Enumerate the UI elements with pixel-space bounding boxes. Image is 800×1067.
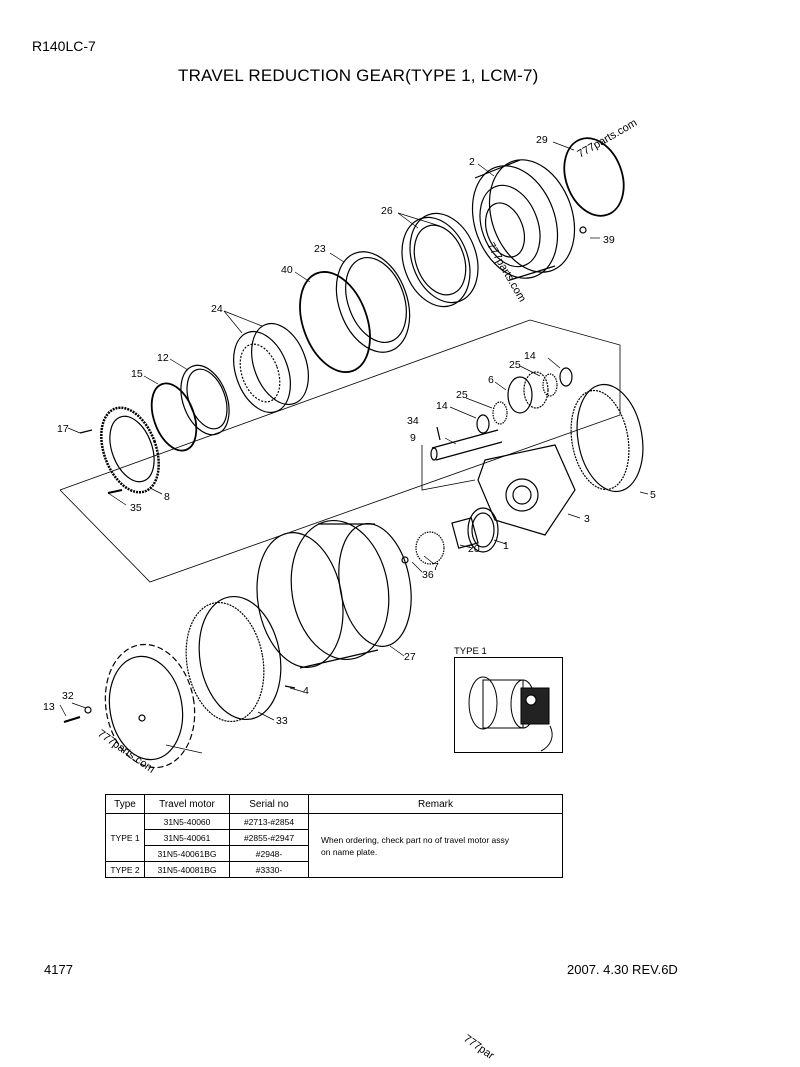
part-14-washer-lower bbox=[476, 414, 490, 434]
part-12-ring bbox=[180, 364, 230, 436]
part-1-hub-housing bbox=[256, 519, 412, 669]
kit-bracket-outline bbox=[59, 319, 621, 583]
motor-cell: 31N5-40061BG bbox=[144, 845, 230, 862]
type1-motor-inset bbox=[454, 657, 563, 753]
part-24-bearing bbox=[233, 322, 309, 414]
callout-19: 20 bbox=[468, 543, 480, 555]
serial-cell: #3330- bbox=[229, 861, 309, 878]
callout-24: 24 bbox=[211, 303, 223, 315]
model-number: R140LC-7 bbox=[32, 38, 96, 54]
callout-12: 12 bbox=[157, 352, 169, 364]
motor-cell: 31N5-40060 bbox=[144, 813, 230, 830]
table-row: TYPE 1 31N5-40060 #2713-#2854 When order… bbox=[105, 813, 563, 878]
table-row: TYPE 2 31N5-40081BG #3330- bbox=[105, 861, 563, 878]
page-title: TRAVEL REDUCTION GEAR(TYPE 1, LCM-7) bbox=[178, 66, 539, 85]
table-header-row: Type Travel motor Serial no Remark bbox=[105, 794, 563, 814]
callout-17: 17 bbox=[57, 423, 69, 435]
part-4-ring-gear bbox=[185, 595, 282, 723]
callout-39: 39 bbox=[603, 234, 615, 246]
callout-36: 36 bbox=[422, 569, 434, 581]
part-20-washer bbox=[467, 507, 499, 553]
part-26-floating-seals bbox=[401, 212, 479, 308]
callout-5: 5 bbox=[650, 489, 656, 501]
revision-date: 2007. 4.30 REV.6D bbox=[567, 962, 678, 977]
callout-3: 3 bbox=[584, 513, 590, 525]
remark-cell: When ordering, check part no of travel m… bbox=[308, 813, 563, 878]
remark-line-1: When ordering, check part no of travel m… bbox=[321, 834, 510, 845]
motor-cell: 31N5-40061 bbox=[144, 829, 230, 846]
remark-line-2: on name plate. bbox=[321, 846, 378, 857]
page-number: 4177 bbox=[44, 962, 73, 977]
col-serial-no: Serial no bbox=[229, 794, 309, 814]
callout-40: 40 bbox=[281, 264, 293, 276]
serial-cell: #2948- bbox=[229, 845, 309, 862]
part-33-washer bbox=[84, 706, 92, 714]
callout-32: 13 bbox=[43, 701, 55, 713]
part-14-washer-upper bbox=[559, 367, 573, 387]
part-2-housing bbox=[471, 159, 576, 281]
part-40-o-ring bbox=[299, 271, 371, 373]
callout-26: 26 bbox=[381, 205, 393, 217]
callout-29: 29 bbox=[536, 134, 548, 146]
callout-15: 15 bbox=[131, 368, 143, 380]
part-8-ring-gear bbox=[100, 406, 160, 494]
callout-8: 8 bbox=[164, 491, 170, 503]
watermark-bottom: 777par bbox=[461, 1033, 496, 1063]
table-row: 31N5-40061BG #2948- bbox=[106, 845, 563, 862]
callout-35: 35 bbox=[130, 502, 142, 514]
serial-number-table: Type Travel motor Serial no Remark TYPE … bbox=[105, 794, 563, 878]
callout-25-lower: 25 bbox=[456, 389, 468, 401]
callout-2: 2 bbox=[469, 156, 475, 168]
part-35-bolt bbox=[107, 489, 123, 494]
part-5-ring-gear bbox=[570, 383, 644, 493]
callout-33: 32 bbox=[62, 690, 74, 702]
part-15-o-ring bbox=[150, 382, 198, 452]
part-13-cover bbox=[104, 643, 196, 769]
callout-1: 27 bbox=[404, 651, 416, 663]
serial-cell: #2855-#2947 bbox=[229, 829, 309, 846]
callout-7: 7 bbox=[433, 561, 439, 573]
travel-motor-illustration bbox=[468, 676, 553, 752]
part-9-shaft bbox=[430, 429, 503, 461]
callout-25-upper: 25 bbox=[509, 359, 521, 371]
callout-20: 1 bbox=[503, 540, 509, 552]
watermark-bottom-left: 777parts.com bbox=[95, 728, 156, 776]
callout-6: 6 bbox=[488, 374, 494, 386]
serial-cell: #2713-#2854 bbox=[229, 813, 309, 830]
type-cell: TYPE 2 bbox=[105, 861, 145, 878]
callout-34: 34 bbox=[407, 415, 419, 427]
part-29-o-ring bbox=[563, 137, 625, 217]
callout-9: 9 bbox=[410, 432, 416, 444]
part-32-bolt bbox=[63, 716, 81, 723]
callout-27: 4 bbox=[303, 685, 309, 697]
part-25-bearing-upper bbox=[542, 373, 558, 397]
part-27-pin bbox=[284, 685, 296, 689]
callout-14-lower: 14 bbox=[436, 400, 448, 412]
type-cell: TYPE 1 bbox=[105, 813, 145, 862]
part-3-carrier bbox=[477, 444, 576, 536]
part-39-plug bbox=[579, 226, 587, 234]
part-34-pin bbox=[436, 426, 441, 441]
col-remark: Remark bbox=[308, 794, 563, 814]
part-19-bearing bbox=[451, 517, 479, 549]
callout-4: 33 bbox=[276, 715, 288, 727]
part-17-bolt bbox=[79, 429, 93, 434]
part-23-ring bbox=[335, 251, 411, 353]
part-7-gear bbox=[415, 531, 445, 565]
col-type: Type bbox=[105, 794, 145, 814]
part-25-bearing-lower bbox=[492, 401, 508, 425]
callout-23: 23 bbox=[314, 243, 326, 255]
col-travel-motor: Travel motor bbox=[144, 794, 230, 814]
inset-type-label: TYPE 1 bbox=[454, 646, 487, 657]
shaft-bracket bbox=[421, 445, 476, 491]
callout-14-upper: 14 bbox=[524, 350, 536, 362]
part-6-gear bbox=[507, 371, 549, 414]
motor-cell: 31N5-40081BG bbox=[144, 861, 230, 878]
